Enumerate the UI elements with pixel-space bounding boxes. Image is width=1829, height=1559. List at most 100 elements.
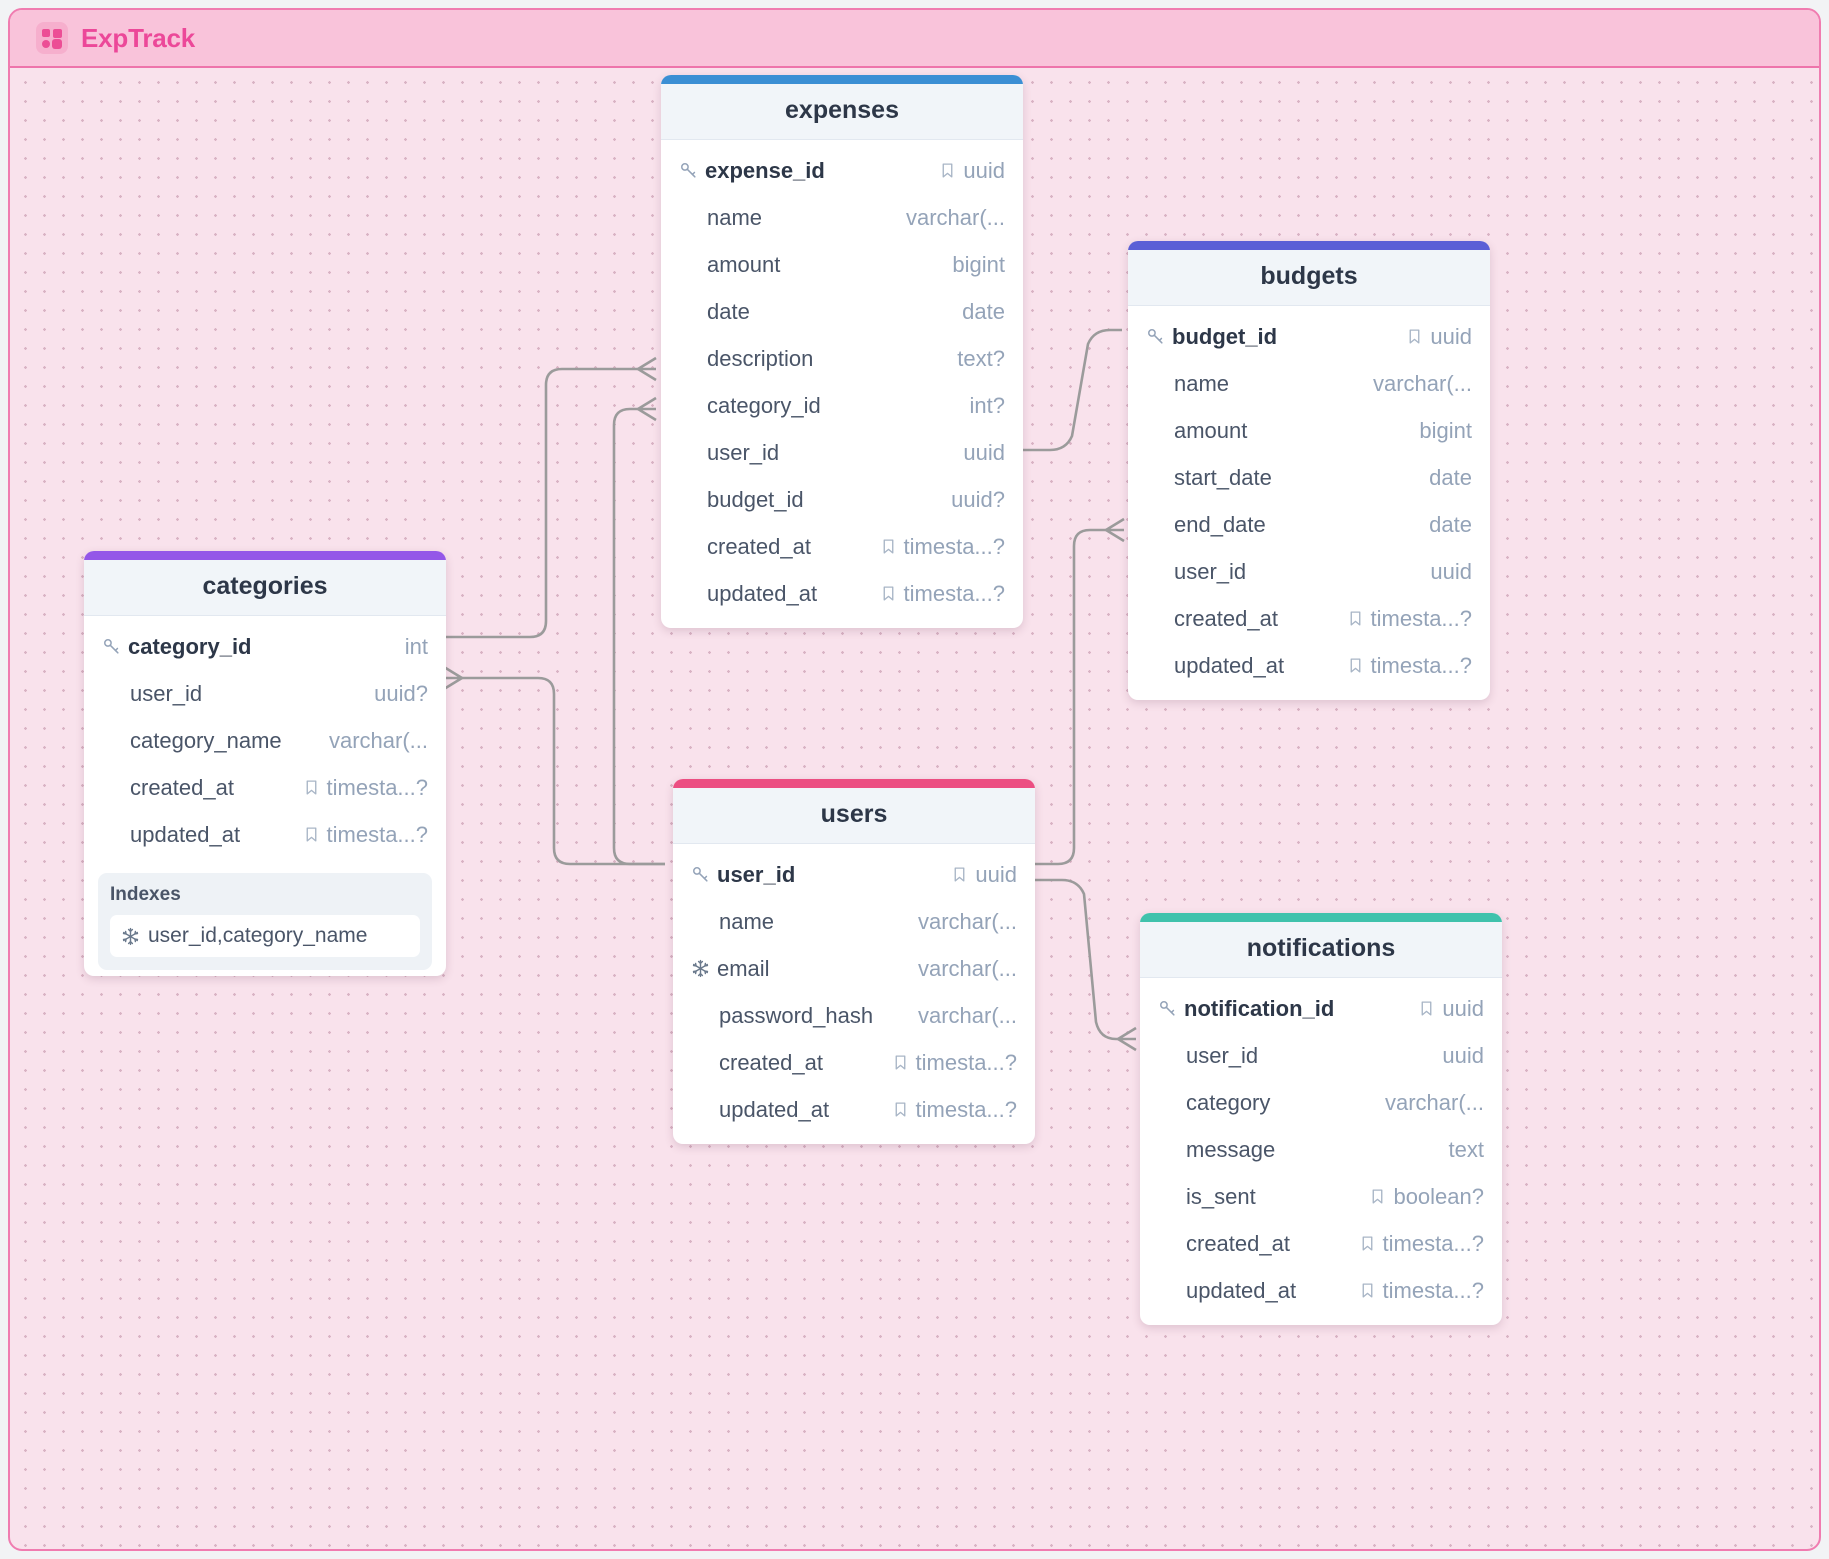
field-name-group: created_at — [679, 534, 811, 560]
table-indexes: Indexes user_id,category_name — [98, 873, 432, 970]
key-icon — [679, 161, 698, 180]
bookmark-icon — [1369, 1188, 1386, 1205]
field-name-group: start_date — [1146, 465, 1272, 491]
table-title: categories — [84, 560, 446, 616]
field-type: timesta...? — [326, 821, 428, 847]
field-name: date — [707, 298, 750, 324]
table-title: budgets — [1128, 250, 1490, 306]
field-type: timesta...? — [915, 1049, 1017, 1075]
field-name: updated_at — [707, 580, 818, 606]
indexes-title: Indexes — [110, 884, 181, 905]
field-type: uuid? — [374, 680, 428, 706]
field-type-group: timesta...? — [880, 534, 1005, 560]
field-name: end_date — [1174, 511, 1266, 537]
field-name-group: user_id — [1146, 559, 1246, 585]
field-name: amount — [707, 251, 781, 277]
bookmark-icon — [1359, 1235, 1376, 1252]
field-name-group: updated_at — [691, 1097, 829, 1123]
table-field-row[interactable]: created_at timesta...? — [673, 1039, 1035, 1086]
index-item[interactable]: user_id,category_name — [110, 915, 420, 957]
field-name-group: amount — [679, 252, 780, 278]
field-type-group: timesta...? — [1347, 653, 1472, 679]
field-type-group: text — [1449, 1137, 1484, 1163]
field-name-group: updated_at — [1158, 1278, 1296, 1304]
field-name: name — [707, 204, 763, 230]
field-name-group: created_at — [1146, 606, 1278, 632]
field-name: category_id — [128, 633, 252, 659]
table-title: expenses — [661, 84, 1023, 140]
field-type-group: text? — [957, 346, 1005, 372]
field-type-group: date — [962, 299, 1005, 325]
field-type: timesta...? — [1382, 1230, 1484, 1256]
field-name: user_id — [130, 680, 203, 706]
field-type: varchar(... — [917, 908, 1017, 934]
field-name-group: budget_id — [1146, 324, 1277, 350]
field-name: created_at — [719, 1049, 823, 1075]
table-field-row[interactable]: user_id uuid? — [84, 670, 446, 717]
table-field-row[interactable]: date date — [661, 288, 1023, 335]
field-name-group: notification_id — [1158, 996, 1334, 1022]
table-field-row[interactable]: created_at timesta...? — [1128, 595, 1490, 642]
field-type: bigint — [1419, 417, 1472, 443]
field-type: boolean? — [1393, 1183, 1484, 1209]
field-type-group: boolean? — [1369, 1184, 1484, 1210]
field-name-group: category_id — [102, 634, 252, 660]
field-type: date — [962, 298, 1005, 324]
field-name: password_hash — [719, 1002, 874, 1028]
field-name: updated_at — [1174, 652, 1285, 678]
field-type-group: uuid — [951, 862, 1017, 888]
field-name: name — [1174, 370, 1230, 396]
field-name-group: name — [679, 205, 762, 231]
field-type-group: uuid — [1418, 996, 1484, 1022]
table-field-row[interactable]: name varchar(... — [1128, 360, 1490, 407]
field-type: uuid — [963, 157, 1005, 183]
field-type-group: timesta...? — [303, 775, 428, 801]
field-name: notification_id — [1184, 995, 1335, 1021]
field-name-group: category_id — [679, 393, 821, 419]
table-field-row[interactable]: created_at timesta...? — [661, 523, 1023, 570]
table-field-row[interactable]: notification_id uuid — [1140, 985, 1502, 1032]
field-name: updated_at — [719, 1096, 830, 1122]
field-name: name — [719, 908, 775, 934]
table-field-row[interactable]: updated_at timesta...? — [1128, 642, 1490, 689]
field-type-group: timesta...? — [1347, 606, 1472, 632]
field-type: varchar(... — [1372, 370, 1472, 396]
key-icon — [1158, 999, 1177, 1018]
key-icon — [691, 865, 710, 884]
field-name-group: user_id — [102, 681, 202, 707]
table-field-row[interactable]: name varchar(... — [673, 898, 1035, 945]
